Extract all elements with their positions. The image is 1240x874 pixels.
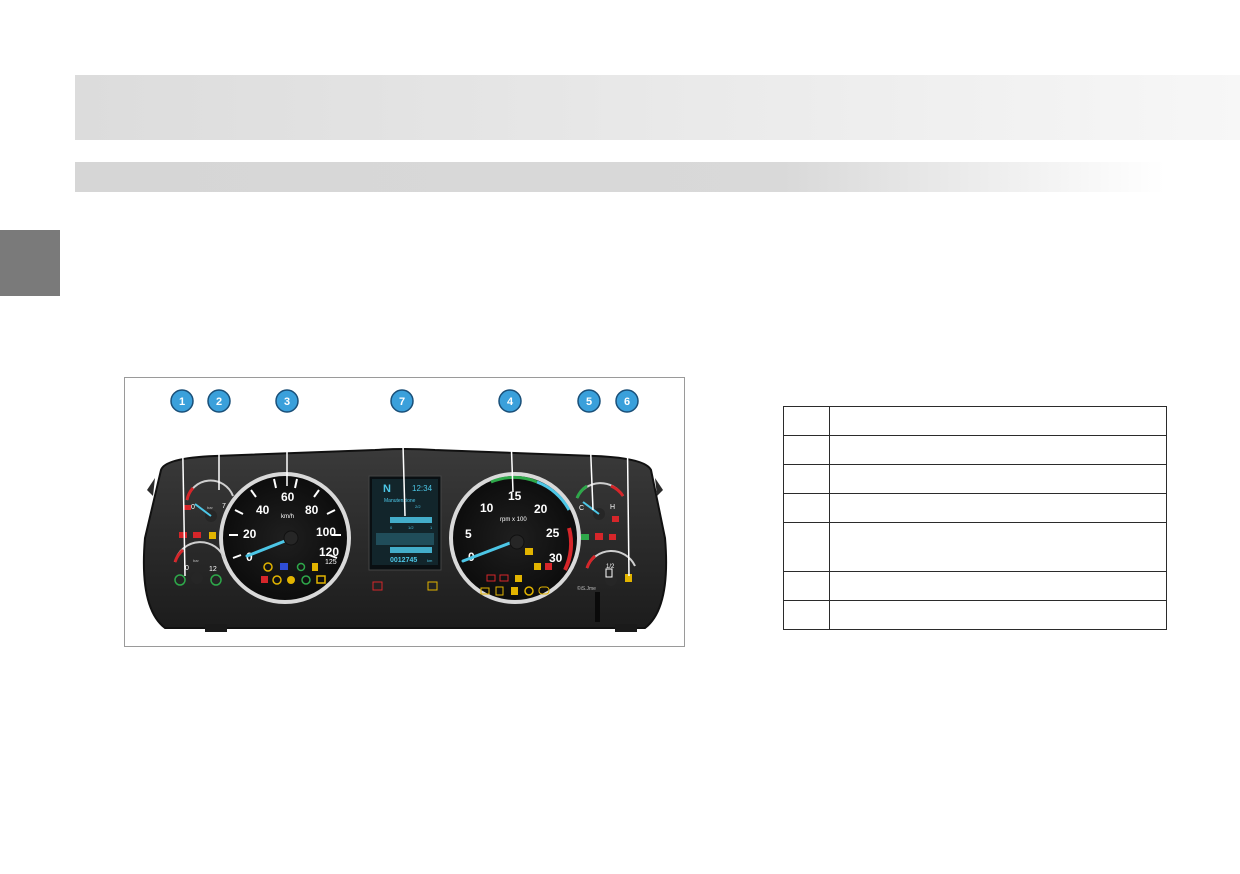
cluster-label: 3	[284, 396, 290, 408]
cluster-label: 7	[399, 396, 405, 408]
legend-num	[783, 464, 830, 494]
legend-num	[783, 493, 830, 523]
cluster-label: C	[579, 505, 584, 512]
callout-7: 7	[390, 389, 414, 413]
legend-row	[783, 600, 1167, 630]
callout-2: 2	[207, 389, 231, 413]
cluster-label: 6	[624, 396, 630, 408]
legend-num	[783, 522, 830, 572]
tacho-tick-25: 25	[546, 526, 560, 540]
cluster-label: 2	[216, 396, 222, 408]
cluster-label: 0	[390, 525, 393, 530]
legend-row	[783, 522, 1167, 572]
callout-6: 6	[615, 389, 639, 413]
speedo-tick-125: 125	[325, 559, 337, 566]
cluster-label: 5	[586, 396, 592, 408]
cluster-label: bar	[193, 558, 199, 563]
speedo-tick-20: 20	[243, 527, 257, 541]
speedometer: 0 20 40 60 80 100 120 125 km/h	[219, 472, 351, 604]
legend-text	[829, 571, 1167, 601]
central-display: N 12:34 Manutenzione 2/2 0 1/2 1 0012745…	[368, 475, 442, 591]
speedo-unit: km/h	[281, 514, 294, 520]
tacho-tick-15: 15	[508, 489, 522, 503]
legend-num	[783, 600, 830, 630]
tachometer: 0 5 10 15 20 25 30 rpm x 100	[449, 472, 581, 604]
speedo-tick-40: 40	[256, 503, 270, 517]
speedo-tick-60: 60	[281, 490, 295, 504]
legend-row	[783, 406, 1167, 436]
legend-text	[829, 406, 1167, 436]
display-odometer: 0012745	[390, 557, 417, 564]
maker-mark: ©iS.Jme	[577, 585, 596, 592]
display-message: Manutenzione	[384, 498, 416, 504]
chapter-side-tab	[0, 230, 60, 296]
instrument-cluster-figure: 0 20 40 60 80 100 120 125 km/h 0 7 bar	[124, 377, 685, 647]
display-clock: 12:34	[412, 484, 433, 493]
speedo-tick-80: 80	[305, 503, 319, 517]
legend-num	[783, 435, 830, 465]
tacho-tick-5: 5	[465, 527, 472, 541]
legend-text	[829, 493, 1167, 523]
cluster-label: 0	[191, 504, 195, 511]
callout-5: 5	[577, 389, 601, 413]
cluster-label: 1/2	[606, 564, 615, 570]
legend-row	[783, 464, 1167, 494]
speedo-tick-100: 100	[316, 525, 336, 539]
callout-1: 1	[170, 389, 194, 413]
legend-text	[829, 522, 1167, 572]
cluster-label: 4	[507, 396, 514, 408]
fuel-gauge: 1/2 ©iS.Jme	[577, 549, 636, 622]
cluster-label: 1	[430, 525, 433, 530]
tacho-tick-10: 10	[480, 501, 494, 515]
cluster-label: 1	[179, 396, 185, 408]
display-message-sub: 2/2	[415, 504, 421, 509]
cluster-label: bar	[207, 505, 213, 510]
legend-num	[783, 406, 830, 436]
cluster-label: 1/2	[408, 525, 414, 530]
oil-pressure-gauge: 0 7 bar	[179, 479, 234, 539]
tacho-unit: rpm x 100	[500, 517, 527, 523]
legend-row	[783, 571, 1167, 601]
cluster-label: 12	[209, 566, 217, 573]
legend-text	[829, 464, 1167, 494]
cluster-label: km	[427, 558, 433, 563]
legend-text	[829, 600, 1167, 630]
tacho-warning-lamps	[480, 548, 552, 596]
legend-table	[783, 406, 1167, 630]
tacho-tick-20: 20	[534, 502, 548, 516]
speedo-warning-lamps	[261, 562, 326, 585]
legend-num	[783, 571, 830, 601]
header-band	[75, 75, 1240, 140]
cluster-label: H	[610, 504, 615, 511]
speedo-tick-120: 120	[319, 545, 339, 559]
legend-row	[783, 493, 1167, 523]
subheader-band	[75, 162, 1165, 192]
legend-text	[829, 435, 1167, 465]
speedo-tick-0: 0	[246, 550, 253, 564]
coolant-temperature-gauge: C H	[575, 482, 625, 540]
tacho-tick-30: 30	[549, 551, 563, 565]
air-pressure-gauge: 0 12 bar	[173, 541, 226, 586]
legend-row	[783, 435, 1167, 465]
cluster-label: 7	[222, 503, 226, 510]
cluster-label: 0	[185, 565, 189, 572]
callout-3: 3	[275, 389, 299, 413]
callout-4: 4	[498, 389, 522, 413]
display-gear: N	[383, 483, 391, 495]
callout-badges: 1 2 3 7 4 5 6	[170, 389, 639, 413]
